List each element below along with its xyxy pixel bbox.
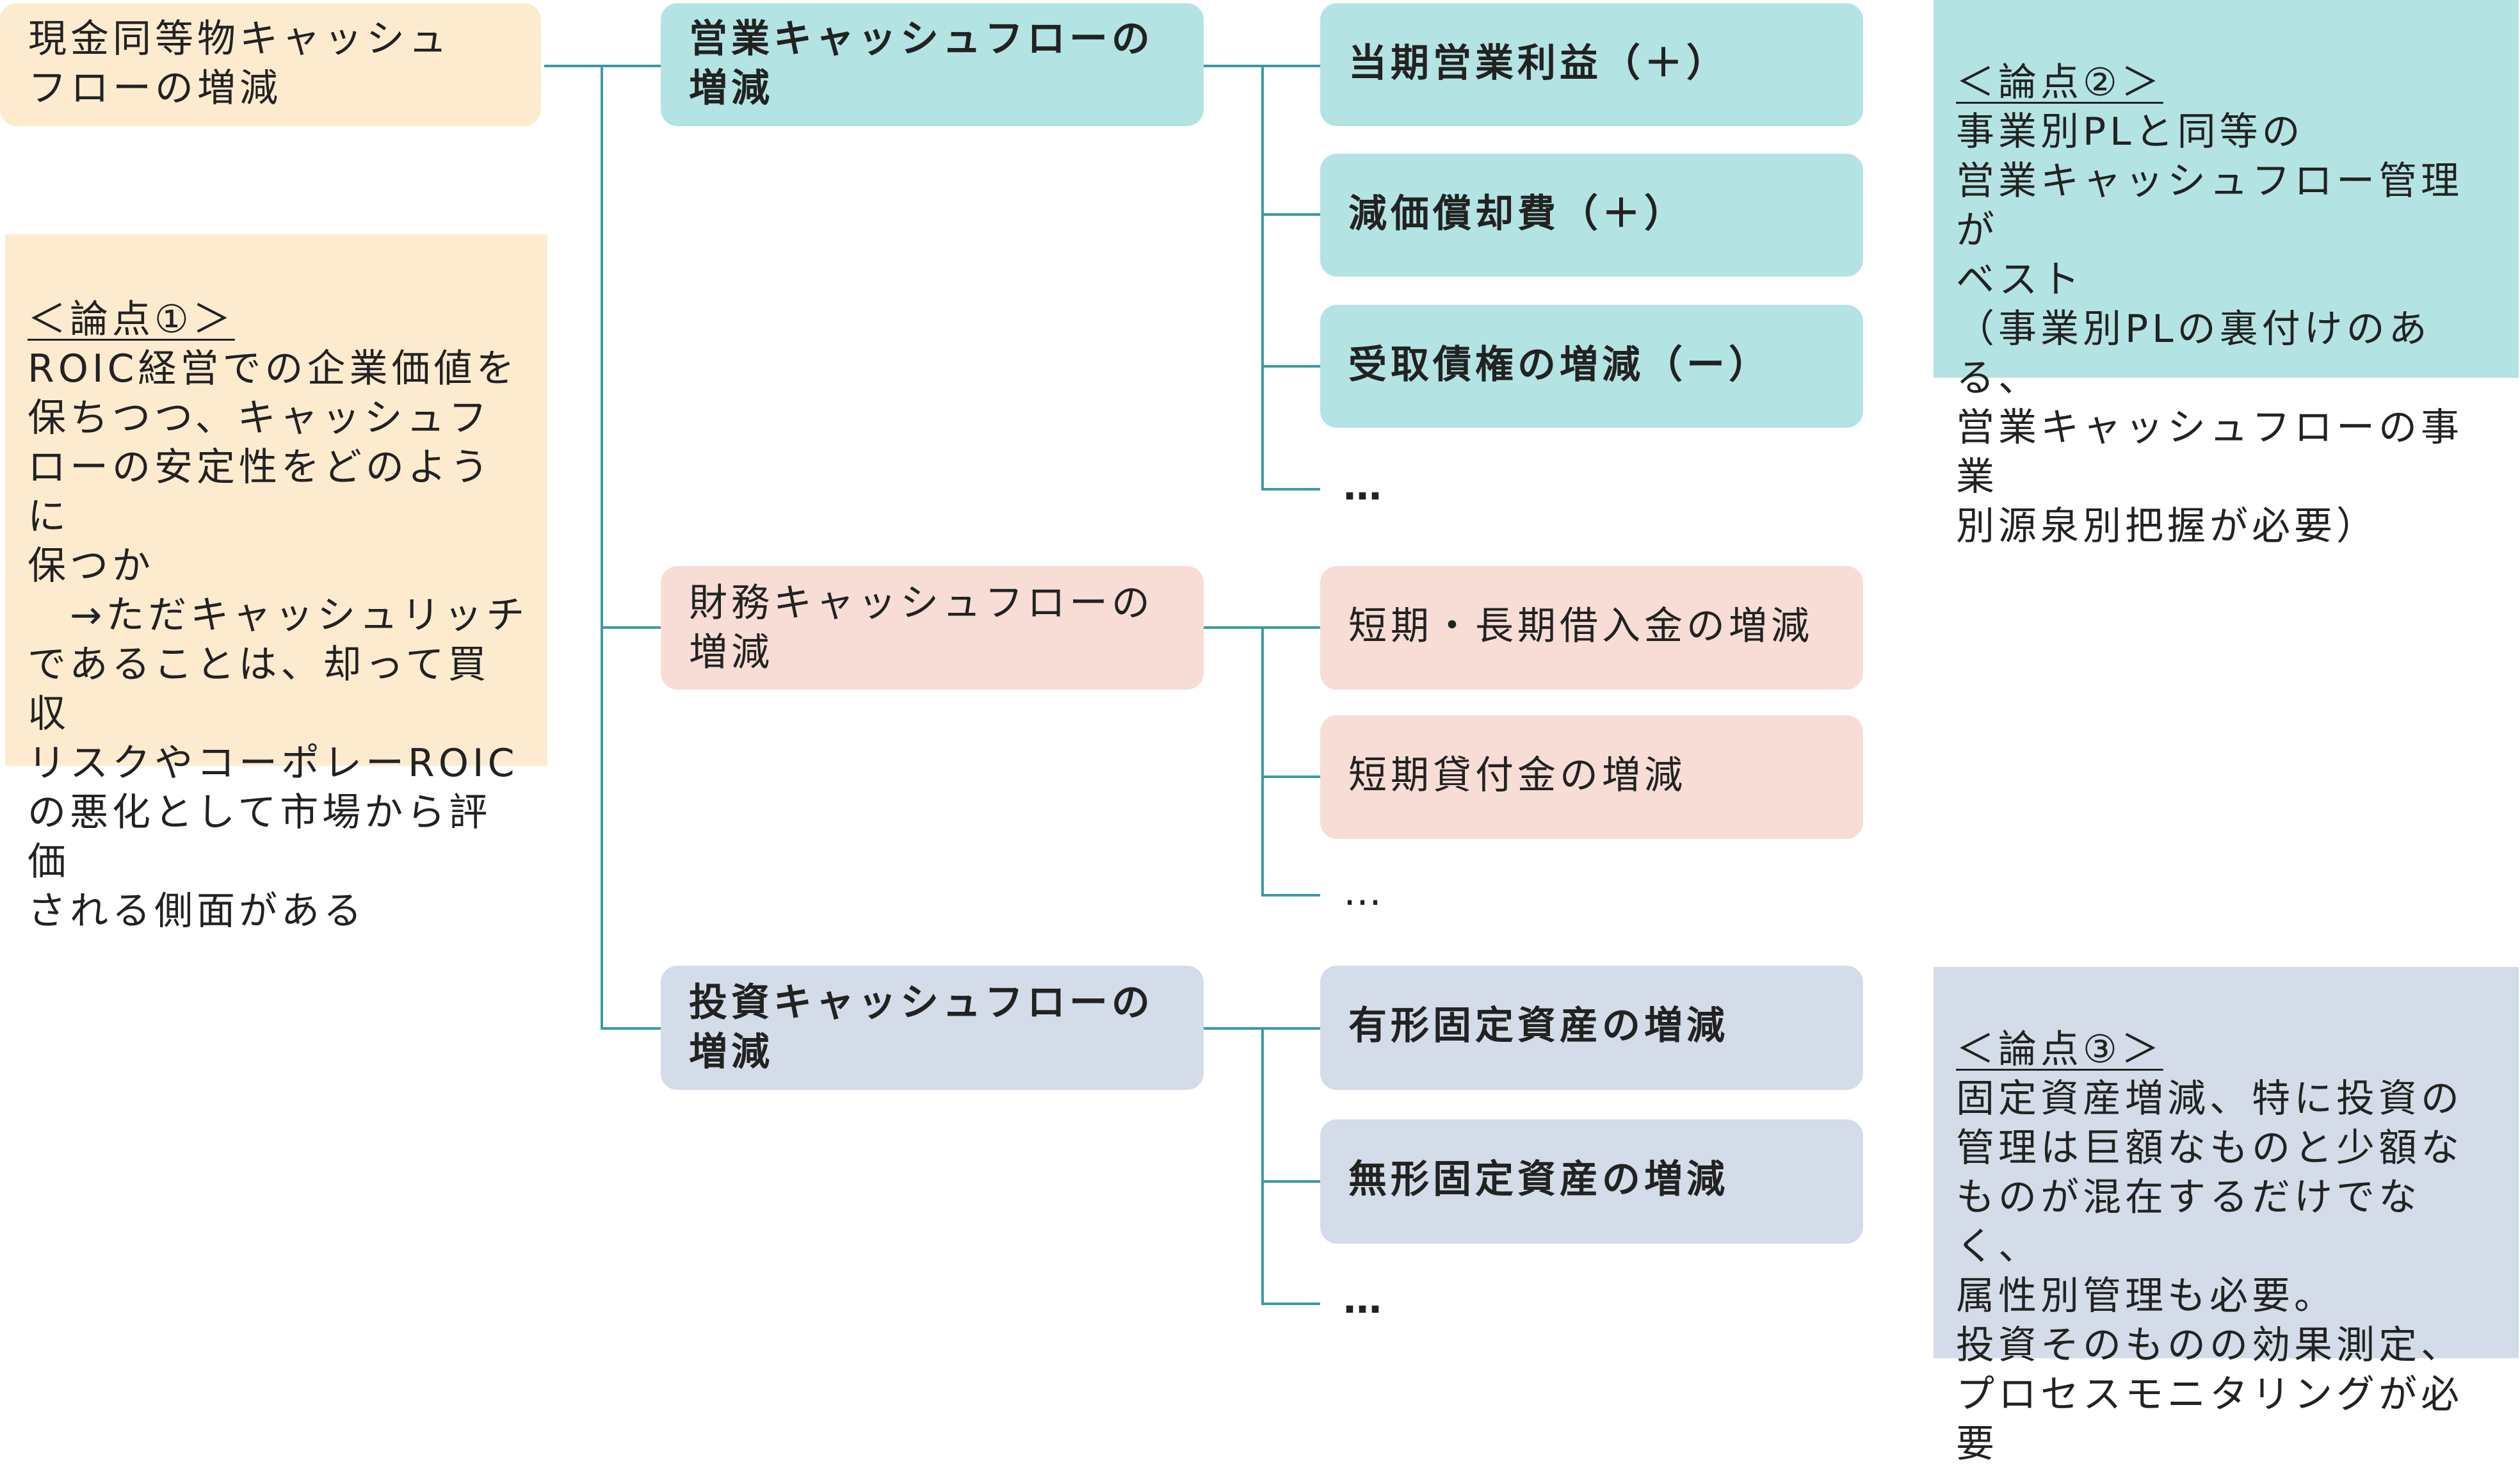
item-intangible-assets: 無形固定資産の増減 xyxy=(1320,1119,1863,1244)
connector-lines xyxy=(544,65,1320,1305)
financing-connector xyxy=(1204,626,1320,897)
item-receivables: 受取債権の増減（ー） xyxy=(1320,305,1863,428)
note-2: ＜論点②＞ 事業別PLと同等の 営業キャッシュフロー管理が ベスト （事業別PLの… xyxy=(1934,0,2519,549)
note-1-body: ROIC経営での企業価値を 保ちつつ、キャッシュフ ローの安定性をどのように 保… xyxy=(28,346,529,934)
category-financing: 財務キャッシュフローの 増減 xyxy=(661,566,1204,690)
category-investing: 投資キャッシュフローの 増減 xyxy=(661,966,1204,1090)
note-1: ＜論点①＞ROIC経営での企業価値を 保ちつつ、キャッシュフ ローの安定性をどの… xyxy=(5,234,547,934)
operating-ellipsis: … xyxy=(1343,464,1384,509)
item-short-term-loans: 短期貸付金の増減 xyxy=(1320,715,1863,839)
note-3: ＜論点③＞固定資産増減、特に投資の 管理は巨額なものと少額な ものが混在するだけ… xyxy=(1934,967,2519,1466)
note-2-heading: ＜論点②＞ xyxy=(1956,60,2163,105)
category-operating: 営業キャッシュフローの 増減 xyxy=(661,3,1204,126)
note-3-body: 固定資産増減、特に投資の 管理は巨額なものと少額な ものが混在するだけでなく、 … xyxy=(1956,1076,2463,1466)
root-node: 現金同等物キャッシュ フローの増減 xyxy=(0,3,541,126)
investing-connector xyxy=(1204,1027,1320,1305)
item-operating-profit: 当期営業利益（＋） xyxy=(1320,3,1863,126)
item-tangible-assets: 有形固定資産の増減 xyxy=(1320,966,1863,1090)
item-depreciation: 減価償却費（＋） xyxy=(1320,154,1863,277)
operating-connector xyxy=(1204,65,1320,491)
note-2-body: 事業別PLと同等の 営業キャッシュフロー管理が ベスト （事業別PLの裏付けのあ… xyxy=(1956,110,2463,549)
investing-ellipsis: … xyxy=(1343,1278,1384,1322)
note-3-heading: ＜論点③＞ xyxy=(1956,1027,2163,1072)
note-1-heading: ＜論点①＞ xyxy=(28,297,235,342)
financing-ellipsis: … xyxy=(1343,870,1384,914)
item-borrowings: 短期・長期借入金の増減 xyxy=(1320,566,1863,690)
root-connector xyxy=(544,65,661,1030)
